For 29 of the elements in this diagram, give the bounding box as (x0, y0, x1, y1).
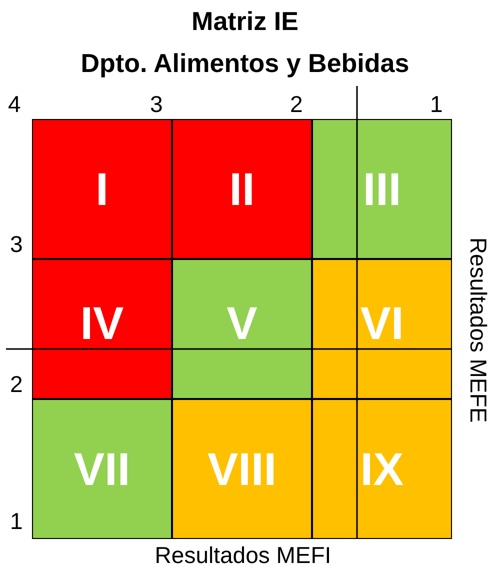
chart-title: Matriz IE (190, 6, 300, 36)
matrix-cell (312, 259, 452, 399)
axis-tick-label: 1 (430, 93, 443, 116)
matrix-cell (312, 399, 452, 539)
quadrant-numeral: I (96, 166, 108, 212)
axis-tick-label: 2 (10, 373, 23, 396)
matrix-cell (172, 119, 312, 259)
quadrant-numeral: IX (360, 446, 404, 492)
matrix-cell (172, 399, 312, 539)
axis-tick-label: 1 (10, 510, 23, 533)
quadrant-numeral: VI (360, 300, 404, 346)
axis-tick-label: 4 (8, 93, 21, 116)
axis-tick-label: 3 (10, 233, 23, 256)
quadrant-numeral: III (362, 166, 402, 212)
quadrant-numeral: IV (80, 300, 124, 346)
quadrant-numeral: VIII (207, 446, 277, 492)
matrix-cell (32, 259, 172, 399)
axis-title: Resultados MEFE (466, 237, 490, 423)
quadrant-numeral: V (226, 300, 258, 346)
quadrant-numeral: VII (74, 446, 130, 492)
chart-subtitle: Dpto. Alimentos y Bebidas (80, 48, 410, 78)
matrix-cell (312, 119, 452, 259)
quadrant-numeral: II (229, 166, 255, 212)
matrix-cell (32, 399, 172, 539)
axis-tick-label: 2 (290, 93, 303, 116)
axis-title: Resultados MEFI (154, 544, 332, 567)
axis-tick-label: 3 (150, 93, 163, 116)
matrix-cell (32, 119, 172, 259)
matrix-cell (172, 259, 312, 399)
